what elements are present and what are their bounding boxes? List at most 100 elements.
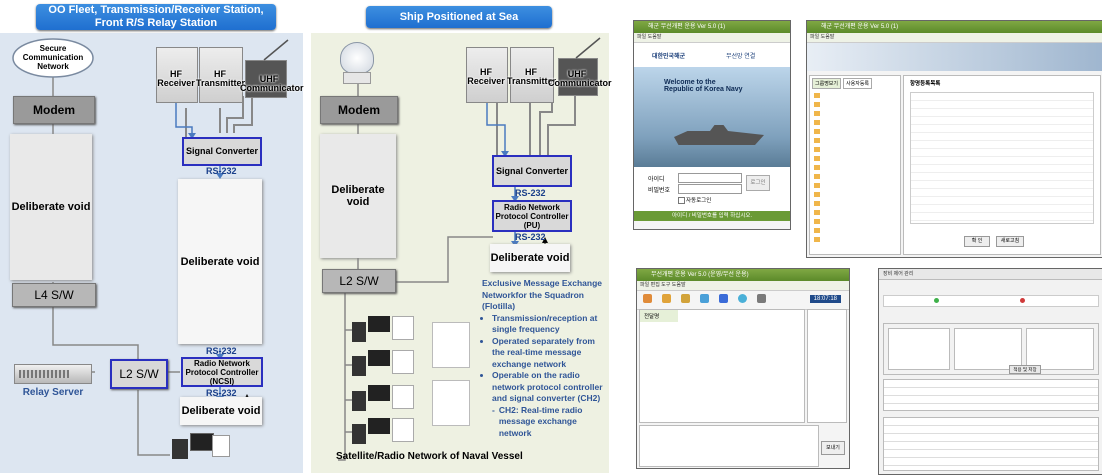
middle-hf-transmitter-label: HF Transmitter (507, 67, 557, 86)
login-window: 해군 무선개편 운용 Ver 5.0 (1) 파일 도움말 대한민국해군 무선망… (633, 20, 791, 230)
message-clock: 18:07:18 (809, 295, 841, 303)
left-rs232-label-b: RS-232 (206, 346, 237, 356)
group-manager-window: 해군 무선개편 운용 Ver 5.0 (1) 파일 도움말 그룹명보기 사용자등… (806, 20, 1102, 258)
middle-panel-footer: Satellite/Radio Network of Naval Vessel (336, 451, 523, 462)
bullet-item: Operated separately from the real-time m… (492, 336, 606, 371)
exchange-network-description: Exclusive Message Exchange Networkfor th… (482, 278, 606, 439)
bullet-item: Transmission/reception at single frequen… (492, 313, 606, 336)
middle-uhf-antenna-icon (575, 37, 601, 59)
left-operator-computer-icon (172, 433, 230, 461)
toolbar-icon[interactable] (662, 294, 671, 303)
send-button[interactable]: 보내기 (821, 441, 845, 455)
toolbar-icon[interactable] (700, 294, 709, 303)
middle-modem-box: Modem (320, 96, 398, 124)
message-window: 무선개편 운용 Ver 5.0 (운영/무선 운용) 파일 편집 도구 도움말 … (636, 268, 850, 469)
relay-server-image (14, 364, 92, 384)
left-void-box-2: Deliberate void (178, 179, 262, 344)
settings-window-title: 장비 제어 관리 (879, 269, 1102, 280)
toolbar-icon[interactable] (719, 294, 728, 303)
message-toolbar: 18:07:18 (637, 291, 849, 310)
toolbar-icon[interactable] (738, 294, 747, 303)
left-uhf-communicator-label: UHF Communicator (240, 74, 304, 93)
secure-network-cloud (12, 38, 94, 78)
group-manager-title: 해군 무선개편 운용 Ver 5.0 (1) (807, 21, 1102, 33)
tab-group-view[interactable]: 그룹명보기 (812, 78, 842, 89)
left-rs232-label-a: RS-232 (206, 166, 237, 176)
middle-hf-transmitter-equipment (510, 47, 554, 103)
middle-void-box-2: Deliberate void (490, 244, 570, 272)
relay-server-label: Relay Server (22, 387, 84, 398)
id-label: 아이디 (648, 177, 665, 183)
toolbar-icon[interactable] (681, 294, 690, 303)
left-l4-switch: L4 S/W (12, 283, 96, 307)
middle-radio-network-protocol-controller: Radio Network Protocol Controller (PU) (492, 200, 572, 232)
middle-operator-computer-1 (352, 316, 414, 344)
middle-void-box-1: Deliberate void (320, 134, 396, 258)
login-button[interactable]: 로그인 (746, 175, 770, 191)
message-compose-area[interactable] (639, 425, 819, 467)
left-l2-switch: L2 S/W (110, 359, 168, 389)
tab-user-register[interactable]: 사용자등록 (843, 78, 873, 89)
refresh-button[interactable]: 새로고침 (996, 236, 1024, 247)
middle-uhf-communicator-label: UHF Communicator (548, 69, 612, 88)
ok-button[interactable]: 확 인 (964, 236, 990, 247)
settings-group-2 (883, 379, 1099, 411)
settings-window: 장비 제어 관리 적용 및 저장 (878, 268, 1102, 475)
left-void-box-1: Deliberate void (10, 134, 92, 280)
left-radio-network-protocol-controller: Radio Network Protocol Controller (NCSI) (181, 357, 263, 387)
sub-bullet-item: CH2: Real-time radio message exchange ne… (498, 404, 583, 438)
secure-network-label: Secure Communication Network (22, 44, 84, 71)
left-modem-box: Modem (13, 96, 95, 124)
group-manager-banner (807, 43, 1102, 71)
settings-group-3 (883, 417, 1099, 471)
middle-uhf-communicator-equipment (558, 58, 598, 96)
login-window-title: 해군 무선개편 운용 Ver 5.0 (1) (634, 21, 790, 33)
left-hf-transmitter-equipment (199, 47, 243, 103)
login-status-bar: 아이디 / 비밀번호를 입력 하십시오. (634, 211, 790, 221)
id-input[interactable] (678, 173, 742, 183)
toolbar-icon[interactable] (757, 294, 766, 303)
login-menu-bar: 파일 도움말 (634, 33, 790, 43)
left-void-box-3: Deliberate void (180, 397, 262, 425)
left-hf-receiver-label: HF Receiver (157, 69, 195, 88)
middle-l2-switch: L2 S/W (322, 269, 396, 293)
group-manager-menu: 파일 도움말 (807, 33, 1102, 43)
left-hf-transmitter-label: HF Transmitter (196, 69, 246, 88)
auto-login-label: 자동로그인 (686, 198, 712, 204)
left-rs232-label-c: RS-232 (206, 388, 237, 398)
middle-rs232-label-a: RS-232 (515, 188, 546, 198)
navy-brand-logo: 대한민국해군 (652, 54, 686, 60)
welcome-banner-text: Welcome to the Republic of Korea Navy (664, 79, 743, 93)
welcome-banner-image: Welcome to the Republic of Korea Navy (634, 67, 790, 167)
settings-apply-button[interactable]: 적용 및 저장 (1009, 365, 1041, 374)
middle-hf-receiver-label: HF Receiver (467, 67, 505, 86)
auto-login-checkbox[interactable] (678, 197, 685, 204)
group-list-title: 항명등록목록 (910, 81, 941, 87)
message-menu-bar: 파일 편집 도구 도움말 (637, 281, 849, 291)
exchange-network-title: Exclusive Message Exchange Networkfor th… (482, 278, 603, 311)
settings-group-1 (883, 323, 1099, 375)
left-panel-title: OO Fleet, Transmission/Receiver Station,… (36, 4, 276, 30)
password-input[interactable] (678, 184, 742, 194)
middle-operator-computer-3 (352, 385, 414, 413)
toolbar-icon[interactable] (643, 294, 652, 303)
left-signal-converter: Signal Converter (182, 137, 262, 166)
middle-operator-computer-2 (352, 350, 414, 378)
password-label: 비밀번호 (648, 188, 671, 194)
middle-signal-converter: Signal Converter (492, 155, 572, 187)
message-tab[interactable]: 전달명 (640, 310, 678, 322)
middle-screen-thumbnail-2 (432, 380, 470, 426)
message-side-list (807, 309, 847, 423)
bullet-item: Operable on the radio network protocol c… (492, 370, 606, 405)
settings-status-row (883, 295, 1099, 307)
left-uhf-antenna-icon (263, 39, 289, 61)
group-tree-list (814, 93, 896, 243)
middle-rs232-label-b: RS-232 (515, 232, 546, 242)
left-hf-receiver-equipment (156, 47, 198, 103)
middle-panel-title: Ship Positioned at Sea (366, 6, 552, 28)
radio-connect-button[interactable]: 무선망 연결 (726, 54, 756, 60)
message-window-title: 무선개편 운용 Ver 5.0 (운영/무선 운용) (637, 269, 849, 281)
satellite-antenna-icon (337, 40, 375, 84)
middle-screen-thumbnail-1 (432, 322, 470, 368)
group-list-table (910, 92, 1094, 224)
